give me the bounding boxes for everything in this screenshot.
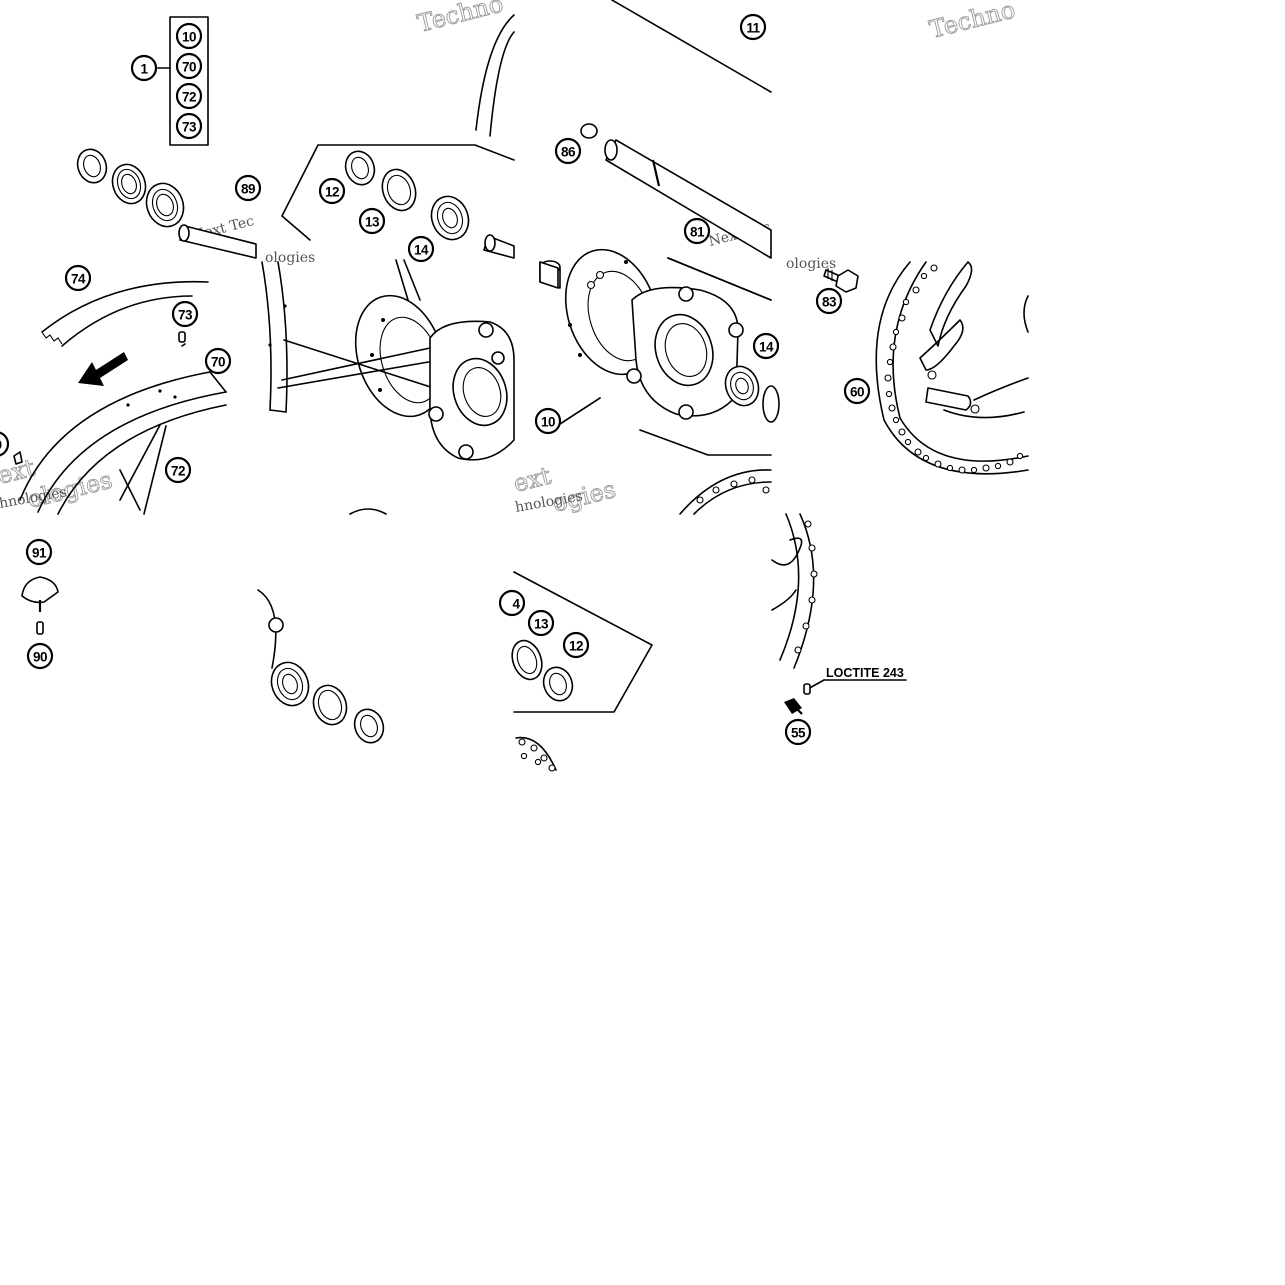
callout: 60 [843, 377, 871, 405]
svg-text:91: 91 [32, 546, 47, 561]
svg-text:90: 90 [33, 650, 47, 665]
callouts: 1 10 70 72 73 89 12 13 14 11 86 81 74 73… [0, 13, 871, 746]
rim-assembly [13, 280, 227, 515]
callout: 10 [534, 407, 562, 435]
callout: 12 [562, 631, 590, 659]
svg-text:83: 83 [822, 295, 837, 310]
svg-text:12: 12 [569, 639, 583, 654]
callout: 12 [318, 177, 346, 205]
svg-text:89: 89 [241, 182, 255, 197]
callout: 90 [26, 642, 54, 670]
callout: 81 [683, 217, 711, 245]
callout: 72 [164, 456, 192, 484]
svg-text:72: 72 [171, 464, 185, 479]
svg-text:10: 10 [182, 30, 196, 45]
callout: 13 [358, 207, 386, 235]
callout: 73 [175, 112, 203, 140]
svg-text:73: 73 [178, 308, 193, 323]
svg-text:60: 60 [850, 385, 864, 400]
callout: 72 [175, 82, 203, 110]
hub-top-assembly [281, 14, 515, 259]
callout: 4 [498, 589, 526, 617]
svg-text:81: 81 [690, 225, 705, 240]
svg-text:10: 10 [541, 415, 555, 430]
watermark-text: Techno [927, 0, 1018, 44]
callout: 14 [407, 235, 435, 263]
hub-disc-assembly [539, 248, 780, 515]
svg-text:55: 55 [791, 726, 806, 741]
callout: 55 [784, 718, 812, 746]
disc-holes [884, 264, 1024, 474]
callout: 1 [130, 54, 158, 82]
callout: 11 [739, 13, 767, 41]
svg-text:86: 86 [561, 145, 576, 160]
svg-text:70: 70 [182, 60, 196, 75]
valve-cap-assembly [21, 576, 59, 635]
svg-text:13: 13 [534, 617, 549, 632]
watermark-text: ologies [265, 250, 315, 266]
callout: 9 [0, 431, 10, 457]
callout: 91 [25, 538, 53, 566]
svg-text:14: 14 [414, 243, 429, 258]
brake-disc [823, 261, 1029, 475]
callout: 10 [175, 22, 203, 50]
callout: 83 [815, 287, 843, 315]
svg-text:13: 13 [365, 215, 380, 230]
svg-text:74: 74 [71, 272, 86, 287]
disc-bolt [823, 268, 859, 293]
watermark-text: Techno [415, 0, 506, 38]
svg-text:1: 1 [140, 62, 148, 77]
callout: 14 [752, 332, 780, 360]
svg-text:11: 11 [746, 21, 760, 36]
callout: 13 [527, 609, 555, 637]
callout: 74 [64, 264, 92, 292]
disc-mount-screw [771, 513, 907, 715]
svg-text:9: 9 [0, 438, 2, 453]
leader-lines [181, 343, 601, 425]
callout: 70 [175, 52, 203, 80]
svg-text:12: 12 [325, 185, 339, 200]
bearing-set-left [76, 148, 257, 259]
callout: 89 [234, 174, 262, 202]
hub-spoke-assembly [261, 259, 515, 515]
svg-text:4: 4 [512, 597, 520, 612]
svg-text:73: 73 [182, 120, 197, 135]
callout: 70 [204, 347, 232, 375]
loctite-note: LOCTITE 243 [826, 666, 904, 680]
watermark-text: ologies [786, 256, 836, 272]
svg-text:14: 14 [759, 340, 774, 355]
watermark-text: ext [511, 462, 554, 498]
bearing-set-right [257, 589, 385, 744]
hub-bottom-assembly [511, 571, 653, 772]
callout: 86 [554, 137, 582, 165]
svg-text:72: 72 [182, 90, 196, 105]
callout: 73 [171, 300, 199, 328]
svg-text:70: 70 [211, 355, 225, 370]
kit-group [157, 16, 209, 146]
